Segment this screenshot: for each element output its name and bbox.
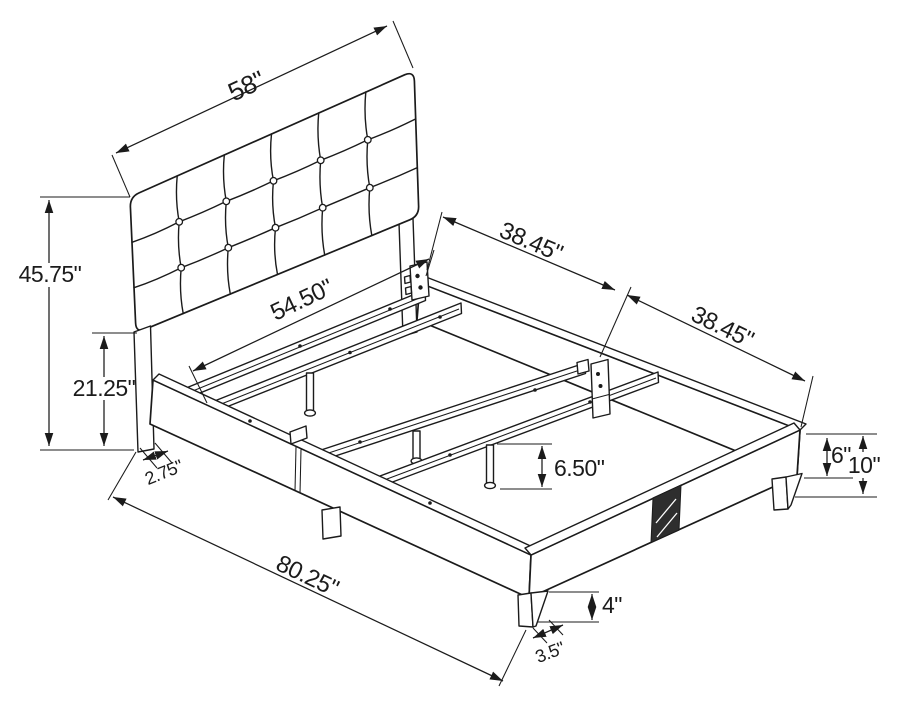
dim-cross-rail-length-label: 54.50" [266,274,337,326]
rail-joint-plate [590,358,611,419]
rail-mid-leg [321,506,342,540]
dim-corner-leg-width-label: 3.5" [533,638,568,667]
foot-rail-strap [650,484,682,544]
bed-frame-drawing [129,72,807,628]
support-leg [412,430,421,460]
dim-headboard-leg-depth-label: 2.75" [142,456,186,489]
dim-rail-section-1-label: 38.45" [495,217,566,267]
dim-rail-height-label: 6" [831,442,851,468]
foot-rail [524,422,801,599]
support-leg [305,372,315,412]
rail-seam-bracket [289,425,308,445]
slat-cross-rail-head [206,302,463,417]
dim-floor-to-rail-top: 10" [795,436,881,498]
rail-end-cap [576,358,590,375]
headboard-left-leg [133,325,155,453]
slat-cross-rail-foot [379,371,660,490]
dim-corner-leg-height-label: 4" [602,592,622,618]
right-corner-leg [771,472,803,511]
headboard-panel [129,72,420,332]
dim-headboard-height-label: 45.75" [19,261,82,287]
support-leg-foot [483,481,497,490]
dim-corner-leg-width: 3.5" [533,619,568,667]
dim-support-leg-height-label: 6.50" [554,455,605,481]
support-leg [485,444,495,484]
slat-cross-rail-middle [311,358,590,465]
dim-headboard-lower-height-label: 21.25" [73,375,136,401]
dim-rail-section-2-label: 38.45" [687,301,758,354]
dim-support-leg-height: 6.50" [497,443,605,490]
dim-headboard-width-label: 58" [223,64,269,107]
front-corner-leg [517,590,549,628]
dim-headboard-height: 45.75" [19,196,134,451]
dim-corner-leg-height: 4" [537,591,623,623]
dim-floor-to-rail-top-label: 10" [848,452,881,478]
dim-overall-length-label: 80.25" [272,550,343,602]
support-leg-foot [303,409,317,417]
dim-headboard-lower-height: 21.25" [73,332,137,446]
dim-rail-height: 6" [804,433,877,479]
